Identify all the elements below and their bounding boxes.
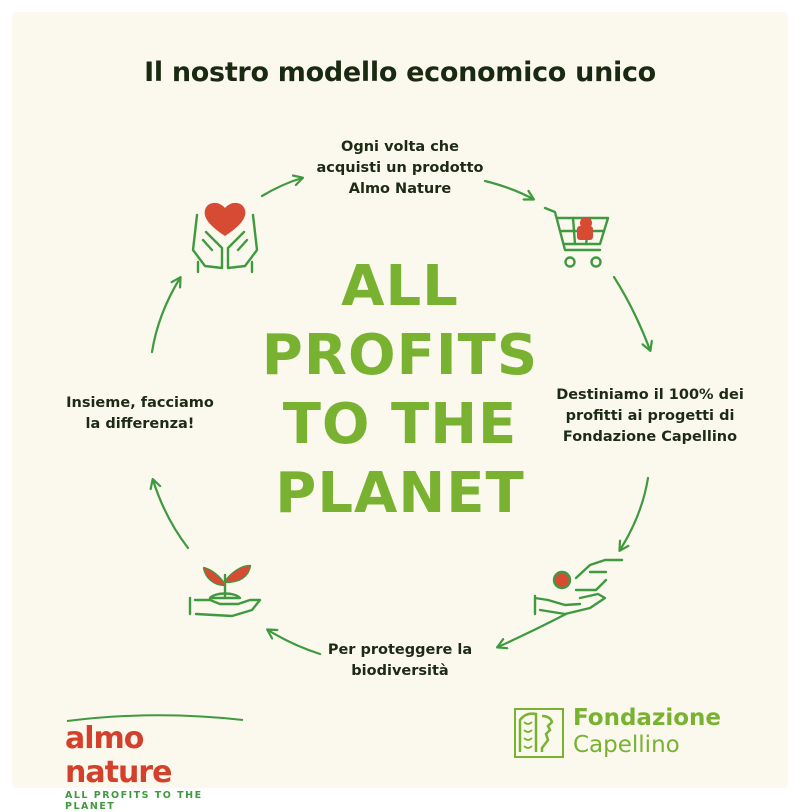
fondazione-word: Fondazione xyxy=(573,705,721,731)
almo-nature-name: almo nature xyxy=(65,721,172,790)
almo-nature-logo: almo nature ALL PROFITS TO THE PLANET xyxy=(65,712,255,812)
infographic-panel xyxy=(12,12,788,788)
page-title: Il nostro modello economico unico xyxy=(144,57,656,88)
arrow-step2-to-coin xyxy=(620,476,650,550)
cycle-step-purchase: Ogni volta che acquisti un prodotto Almo… xyxy=(316,139,484,197)
arrow-sprout-to-step4 xyxy=(153,480,190,550)
cycle-step-donate-profits: Destiniamo il 100% dei profitti ai proge… xyxy=(556,387,744,445)
arrow-heart-to-step1 xyxy=(260,178,302,198)
arrow-step1-to-cart xyxy=(483,179,533,199)
fondazione-capellino-logo-text: Fondazione Capellino xyxy=(573,705,721,759)
cycle-step-biodiversity: Per proteggere la biodiversità xyxy=(327,642,473,679)
giving-coin-icon xyxy=(533,558,624,616)
arrow-step3-to-sprout xyxy=(268,630,322,656)
shopping-cart-icon xyxy=(543,206,610,268)
almo-swoosh-icon xyxy=(66,714,244,722)
arrow-coin-to-step3 xyxy=(498,612,568,647)
center-headline: ALL PROFITS TO THE PLANET xyxy=(261,254,539,526)
arrow-step4-to-heart xyxy=(150,278,180,354)
cycle-step-together: Insieme, facciamo la differenza! xyxy=(66,395,214,432)
heart-hands-icon xyxy=(191,202,259,274)
almo-nature-tagline: ALL PROFITS TO THE PLANET xyxy=(65,790,203,812)
fondazione-capellino-mark-icon xyxy=(514,708,564,758)
sprout-hand-icon xyxy=(188,564,262,618)
capellino-word: Capellino xyxy=(573,732,680,758)
arrow-cart-to-step2 xyxy=(612,275,650,350)
